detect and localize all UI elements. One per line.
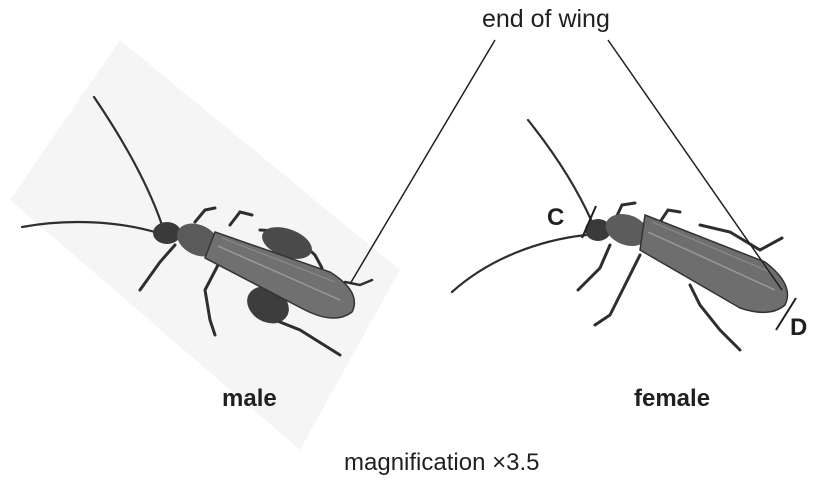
male-head bbox=[153, 222, 181, 244]
female-leg-front-left bbox=[578, 245, 610, 290]
magnification-label: magnification ×3.5 bbox=[344, 449, 539, 477]
end-of-wing-label: end of wing bbox=[482, 5, 610, 34]
male-label: male bbox=[222, 385, 277, 413]
female-leg-mid-right bbox=[660, 210, 680, 222]
female-body bbox=[585, 208, 788, 312]
point-d-label: D bbox=[790, 314, 807, 342]
female-antenna-lower bbox=[452, 235, 586, 292]
female-label: female bbox=[634, 385, 710, 413]
end-of-wing-pointer-male bbox=[350, 40, 495, 284]
point-c-label: C bbox=[547, 204, 564, 232]
